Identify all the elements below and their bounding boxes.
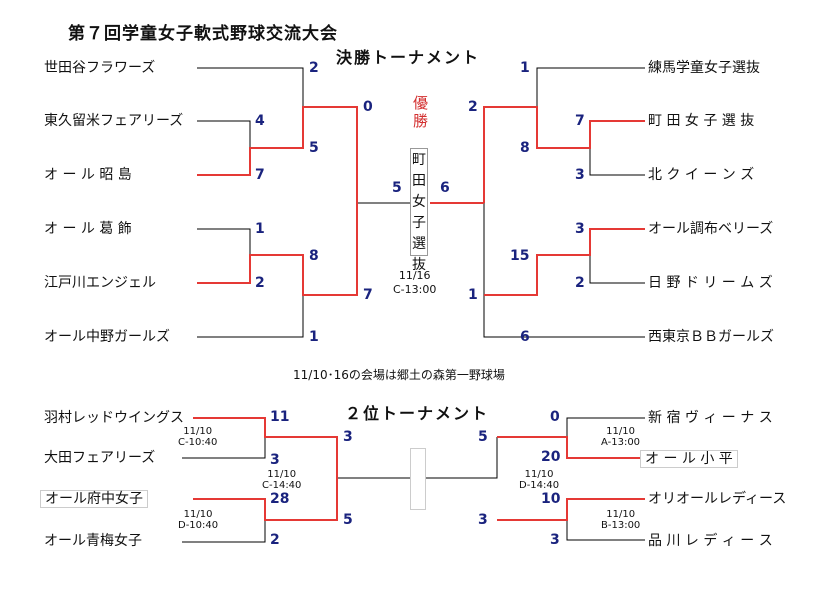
score: 11 bbox=[270, 409, 290, 425]
team-shinjuku: 新 宿 ヴ ィ ー ナ ス bbox=[648, 410, 773, 426]
final-schedule: 11/16 C-13:00 bbox=[393, 269, 436, 297]
final-heading: 決勝トーナメント bbox=[336, 48, 481, 67]
team-all-kodaira: オ ー ル 小 平 bbox=[640, 450, 738, 468]
match-schedule: 11/10 A-13:00 bbox=[601, 426, 640, 448]
score: 3 bbox=[478, 512, 488, 528]
schedule-time: D-10:40 bbox=[178, 520, 219, 531]
score: 4 bbox=[255, 113, 265, 129]
score: 1 bbox=[255, 221, 265, 237]
second-place-box bbox=[410, 448, 426, 510]
score: 5 bbox=[343, 512, 353, 528]
score: 8 bbox=[309, 248, 319, 264]
bracket-winner-lines bbox=[193, 106, 645, 521]
team-all-fuchu: オール府中女子 bbox=[40, 490, 148, 508]
score: 2 bbox=[255, 275, 265, 291]
team-all-akishima: オ ー ル 昭 島 bbox=[44, 167, 132, 183]
schedule-date: 11/10 bbox=[183, 509, 213, 520]
score: 15 bbox=[510, 248, 530, 264]
schedule-time: C-14:40 bbox=[262, 480, 302, 491]
match-schedule: 11/10 D-10:40 bbox=[178, 509, 218, 531]
score: 20 bbox=[541, 449, 561, 465]
schedule-time: C-10:40 bbox=[178, 437, 218, 448]
match-schedule: 11/10 C-14:40 bbox=[262, 469, 301, 491]
score: 1 bbox=[520, 60, 530, 76]
team-oriole: オリオールレディース bbox=[648, 491, 787, 507]
schedule-date: 11/10 bbox=[267, 469, 297, 480]
team-kita-queens: 北 ク イ ー ン ズ bbox=[648, 167, 755, 183]
schedule-time: B-13:00 bbox=[601, 520, 641, 531]
venue-note: 11/10･16の会場は郷土の森第一野球場 bbox=[293, 368, 505, 382]
score: 2 bbox=[575, 275, 585, 291]
schedule-date: 11/10 bbox=[183, 426, 213, 437]
score: 3 bbox=[550, 532, 560, 548]
team-all-katsushika: オ ー ル 葛 飾 bbox=[44, 221, 132, 237]
score: 8 bbox=[520, 140, 530, 156]
team-all-ome: オール青梅女子 bbox=[44, 533, 142, 549]
team-nishitokyo: 西東京ＢＢガールズ bbox=[648, 329, 774, 345]
schedule-date: 11/16 bbox=[398, 269, 431, 282]
second-heading: ２位トーナメント bbox=[345, 404, 490, 423]
schedule-time: C-13:00 bbox=[393, 283, 437, 296]
team-machida: 町 田 女 子 選 抜 bbox=[648, 113, 755, 129]
score: 7 bbox=[255, 167, 265, 183]
schedule-date: 11/10 bbox=[606, 426, 635, 437]
champion-team: 町田女子選抜 bbox=[410, 148, 428, 273]
schedule-time: A-13:00 bbox=[601, 437, 641, 448]
schedule-time: D-14:40 bbox=[519, 480, 560, 491]
team-ota: 大田フェアリーズ bbox=[44, 450, 156, 466]
score: 5 bbox=[478, 429, 488, 445]
score: 7 bbox=[575, 113, 585, 129]
score: 0 bbox=[363, 99, 373, 115]
score: 2 bbox=[468, 99, 478, 115]
match-schedule: 11/10 B-13:00 bbox=[601, 509, 640, 531]
score: 3 bbox=[270, 452, 280, 468]
score: 2 bbox=[309, 60, 319, 76]
team-hamura: 羽村レッドウイングス bbox=[44, 410, 184, 426]
team-edogawa: 江戸川エンジェル bbox=[44, 275, 156, 291]
score: 0 bbox=[550, 409, 560, 425]
score: 3 bbox=[575, 221, 585, 237]
final-score-left: 5 bbox=[392, 180, 402, 196]
final-score-right: 6 bbox=[440, 180, 450, 196]
team-nerima: 練馬学童女子選抜 bbox=[648, 60, 760, 76]
score: 10 bbox=[541, 491, 561, 507]
score: 1 bbox=[468, 287, 478, 303]
champion-label: 優勝 bbox=[413, 94, 429, 130]
score: 28 bbox=[270, 491, 290, 507]
schedule-date: 11/10 bbox=[524, 469, 554, 480]
score: 6 bbox=[520, 329, 530, 345]
team-shinagawa: 品 川 レ デ ィ ー ス bbox=[648, 533, 773, 549]
match-schedule: 11/10 D-14:40 bbox=[519, 469, 559, 491]
team-all-nakano: オール中野ガールズ bbox=[44, 329, 170, 345]
score: 3 bbox=[575, 167, 585, 183]
score: 7 bbox=[363, 287, 373, 303]
team-all-chofu: オール調布ベリーズ bbox=[648, 221, 774, 237]
score: 1 bbox=[309, 329, 319, 345]
team-hino: 日 野 ド リ ー ム ズ bbox=[648, 275, 773, 291]
team-higashikurume: 東久留米フェアリーズ bbox=[44, 113, 184, 129]
score: 3 bbox=[343, 429, 353, 445]
score: 2 bbox=[270, 532, 280, 548]
score: 5 bbox=[309, 140, 319, 156]
match-schedule: 11/10 C-10:40 bbox=[178, 426, 217, 448]
schedule-date: 11/10 bbox=[606, 509, 636, 520]
team-setagaya: 世田谷フラワーズ bbox=[44, 60, 156, 76]
page-title: 第７回学童女子軟式野球交流大会 bbox=[68, 24, 338, 44]
